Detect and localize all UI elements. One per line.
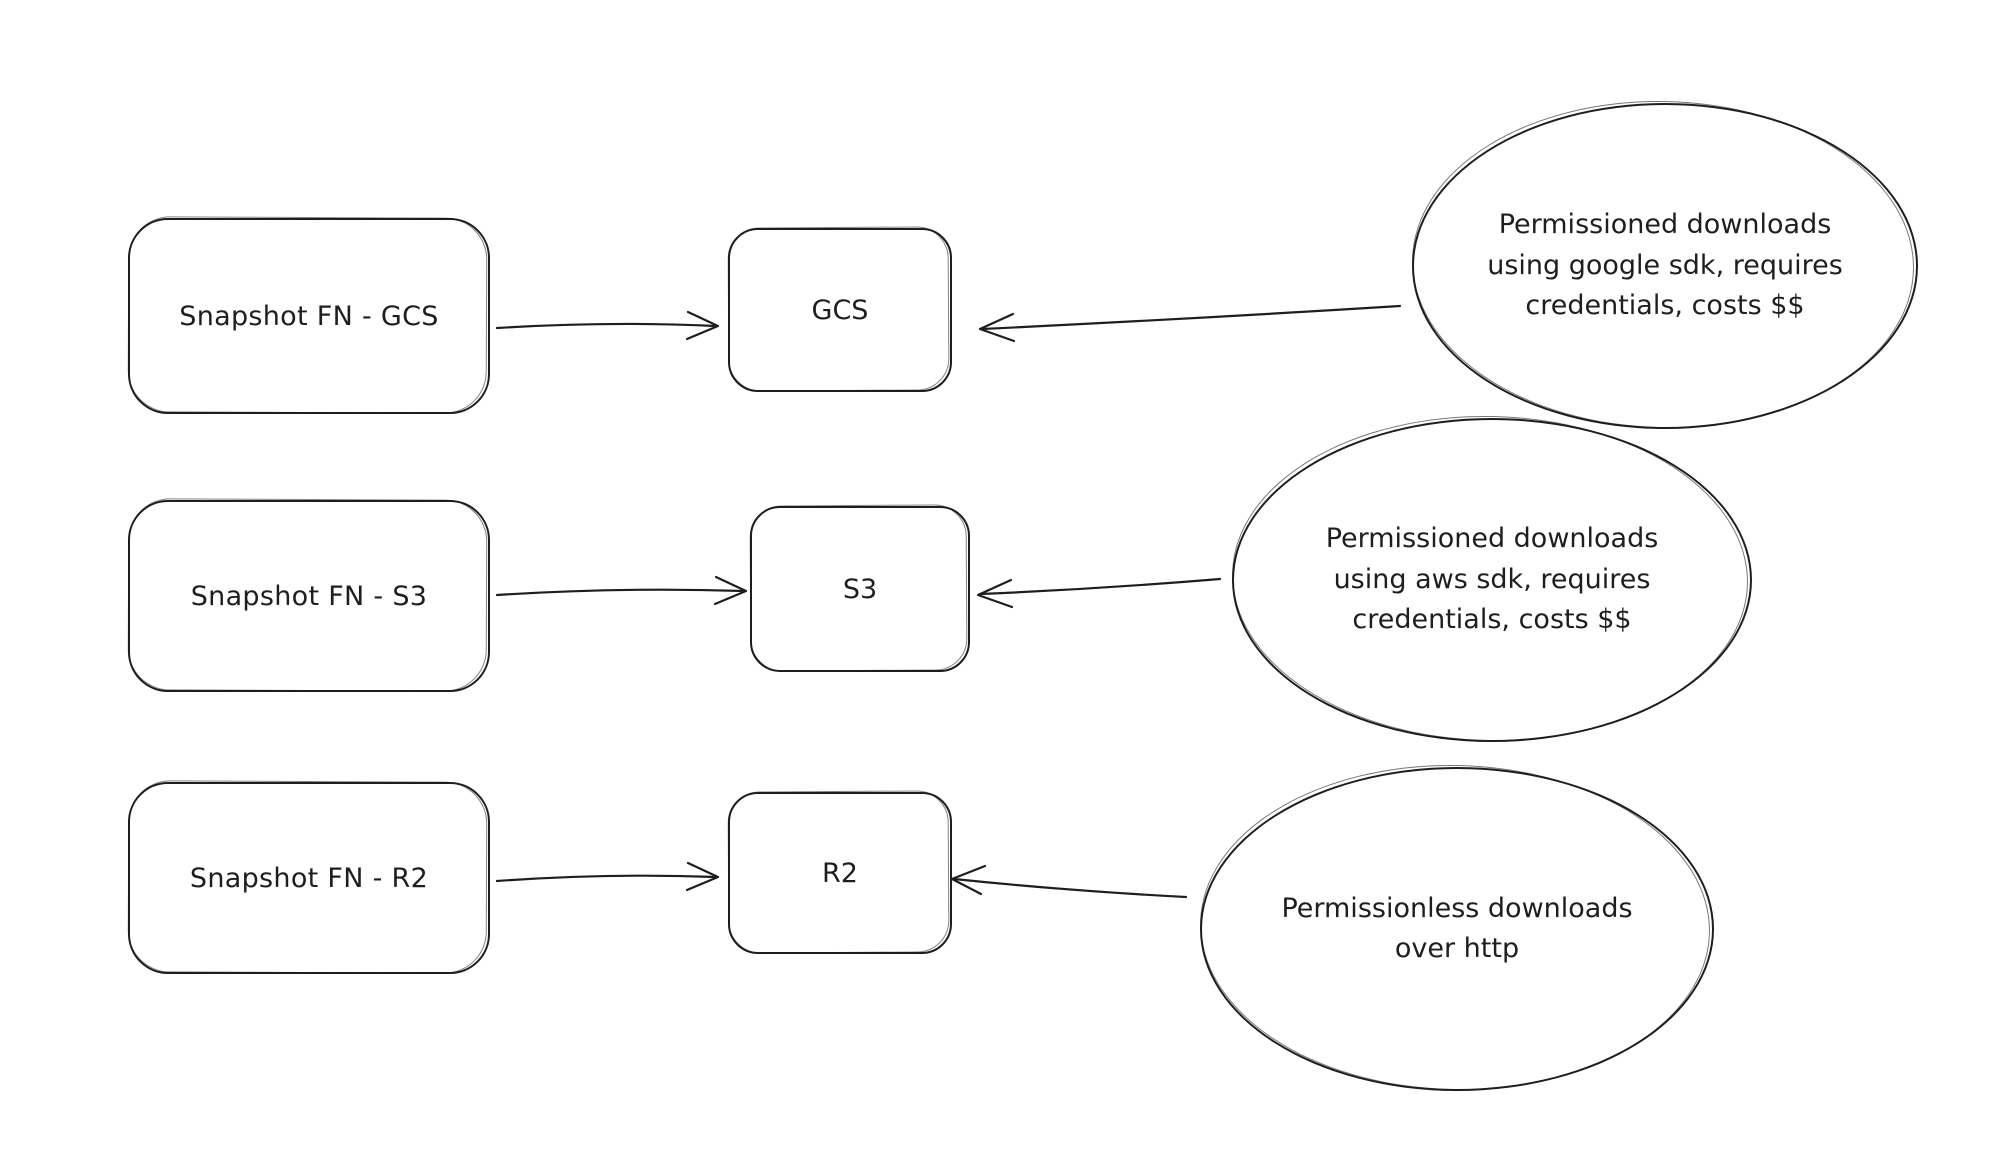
arrow-source-to-target-2 <box>495 575 748 606</box>
note-text: Permissioned downloads using aws sdk, re… <box>1325 523 1659 636</box>
arrowhead-icon <box>950 864 987 896</box>
arrow-shaft <box>495 322 718 330</box>
note-ellipse-s3: Permissioned downloads using aws sdk, re… <box>1232 418 1752 742</box>
note-text: Permissioned downloads using google sdk,… <box>1487 209 1843 322</box>
arrow-source-to-target-3 <box>495 861 720 892</box>
source-node-label: Snapshot FN - R2 <box>189 862 429 894</box>
arrow-shaft <box>495 874 718 883</box>
arrowhead-icon <box>685 310 720 341</box>
source-node-snapshot-fn-gcs: Snapshot FN - GCS <box>128 218 490 414</box>
note-ellipse-gcs: Permissioned downloads using google sdk,… <box>1412 103 1918 429</box>
arrow-shaft <box>980 304 1402 331</box>
target-node-label: S3 <box>842 573 878 605</box>
target-node-s3: S3 <box>750 506 970 672</box>
arrow-note-to-target-1 <box>978 304 1402 343</box>
arrow-source-to-target-1 <box>495 310 720 341</box>
target-node-r2: R2 <box>728 792 952 954</box>
source-node-label: Snapshot FN - GCS <box>179 300 439 332</box>
target-node-label: R2 <box>822 857 858 889</box>
arrow-note-to-target-3 <box>950 864 1188 899</box>
arrow-note-to-target-2 <box>976 577 1222 609</box>
arrowhead-icon <box>978 312 1016 343</box>
target-node-gcs: GCS <box>728 228 952 392</box>
arrowhead-icon <box>713 575 748 606</box>
source-node-snapshot-fn-s3: Snapshot FN - S3 <box>128 500 490 692</box>
note-ellipse-r2: Permissionless downloads over http <box>1200 767 1714 1091</box>
arrow-shaft <box>978 577 1222 596</box>
source-node-label: Snapshot FN - S3 <box>190 580 428 612</box>
arrowhead-icon <box>976 578 1014 609</box>
note-text: Permissionless downloads over http <box>1281 892 1633 965</box>
arrow-shaft <box>495 588 746 597</box>
source-node-snapshot-fn-r2: Snapshot FN - R2 <box>128 782 490 974</box>
arrow-shaft <box>952 877 1188 899</box>
target-node-label: GCS <box>811 294 869 326</box>
arrowhead-icon <box>685 861 720 892</box>
